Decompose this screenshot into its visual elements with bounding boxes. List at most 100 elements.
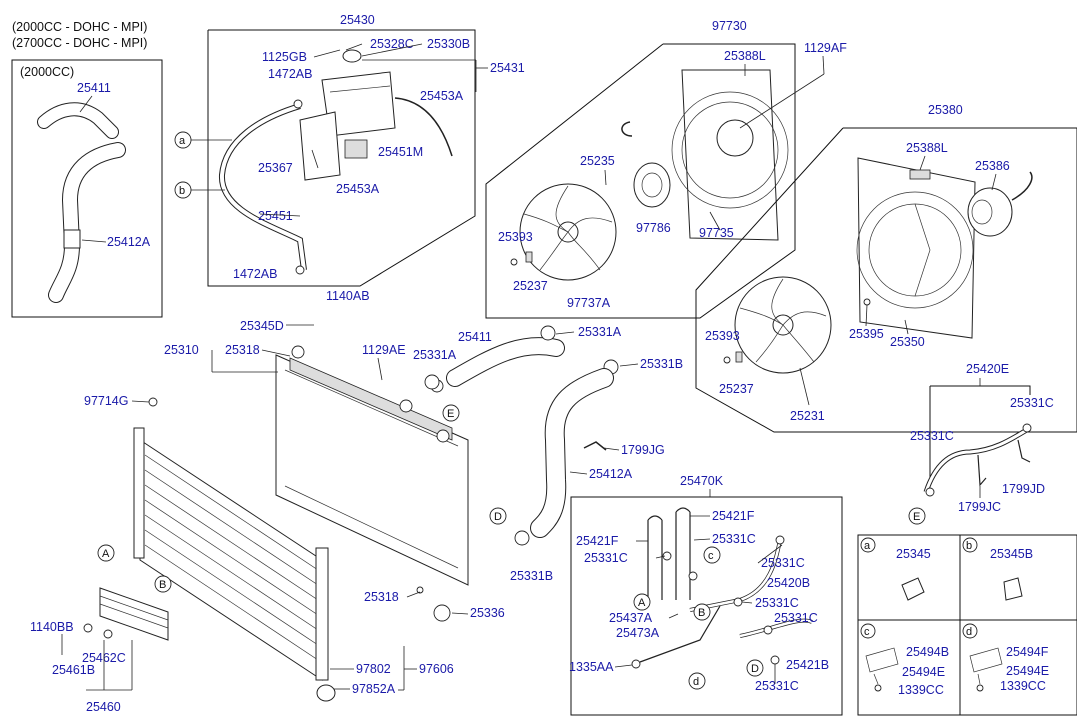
part-label-25388l-1: 25388L: [724, 49, 766, 63]
part-label-25388l-2: 25388L: [906, 141, 948, 155]
callout-E-circle-radiator: [442, 404, 460, 422]
part-label-25453a: 25453A: [420, 89, 464, 103]
callout-B-text-hose: B: [698, 607, 705, 619]
callout-A-circle-hose: [633, 593, 651, 611]
part-label-25437a: 25437A: [609, 611, 653, 625]
part-label-25412a-mid: 25412A: [589, 467, 633, 481]
header-engine-1: (2000CC - DOHC - MPI): [12, 20, 147, 34]
part-label-25330b: 25330B: [427, 37, 470, 51]
callout-c-circle-detail: [860, 623, 876, 639]
part-label-25380: 25380: [928, 103, 963, 117]
part-label-25430: 25430: [340, 13, 375, 27]
part-label-25412a-left: 25412A: [107, 235, 151, 249]
part-label-1472ab-bot: 1472AB: [233, 267, 277, 281]
part-label-25237-2: 25237: [719, 382, 754, 396]
callout-c-text-hose: c: [708, 550, 714, 562]
part-label-97606: 97606: [419, 662, 454, 676]
part-label-25331a-2: 25331A: [578, 325, 622, 339]
part-label-25431: 25431: [490, 61, 525, 75]
part-label-1125gb: 1125GB: [262, 50, 307, 64]
box-2000cc-label: (2000CC): [20, 65, 74, 79]
callout-D-circle-radiator: [489, 507, 507, 525]
part-label-25411-mid: 25411: [458, 330, 492, 344]
part-label-25421b: 25421B: [786, 658, 829, 672]
reservoir-frame: [207, 29, 476, 287]
callout-d-text-detail: d: [966, 626, 972, 638]
callout-E-text-hose: E: [913, 511, 920, 523]
callout-c-text-detail: c: [864, 626, 870, 638]
part-label-25331a-1: 25331A: [413, 348, 457, 362]
part-label-1799jd: 1799JD: [1002, 482, 1045, 496]
part-label-25331c-3: 25331C: [761, 556, 805, 570]
part-label-25395: 25395: [849, 327, 884, 341]
callout-c-circle-hose: [703, 546, 721, 564]
part-label-97714g: 97714G: [84, 394, 128, 408]
part-label-25328c: 25328C: [370, 37, 414, 51]
part-label-97802: 97802: [356, 662, 391, 676]
part-label-25421f-2: 25421F: [712, 509, 755, 523]
part-label-25494b: 25494B: [906, 645, 949, 659]
hose-25420e: [923, 385, 1032, 497]
part-label-1140ab: 1140AB: [326, 289, 370, 303]
part-label-25494e-1: 25494E: [902, 665, 945, 679]
part-label-25336: 25336: [470, 606, 505, 620]
part-label-97735: 97735: [699, 226, 734, 240]
part-label-25451: 25451: [258, 209, 293, 223]
part-label-25345b: 25345B: [990, 547, 1033, 561]
part-label-1472ab-top: 1472AB: [268, 67, 312, 81]
part-label-1335aa: 1335AA: [569, 660, 614, 674]
callout-D-text-radiator: D: [494, 511, 502, 523]
part-label-25331c-6: 25331C: [755, 679, 799, 693]
condenser-assembly: [83, 397, 336, 702]
part-label-1339cc-2: 1339CC: [1000, 679, 1046, 693]
part-label-1799jg: 1799JG: [621, 443, 665, 457]
callout-b-text-detail: b: [966, 540, 972, 552]
part-label-1799jc: 1799JC: [958, 500, 1001, 514]
part-label-25350: 25350: [890, 335, 925, 349]
callout-a-circle-detail: [860, 537, 876, 553]
part-label-25451m: 25451M: [378, 145, 423, 159]
part-label-25420e: 25420E: [966, 362, 1009, 376]
callout-A-text-condenser: A: [102, 548, 110, 560]
callout-D-text-hose: D: [751, 663, 759, 675]
part-label-97852a: 97852A: [352, 682, 396, 696]
radiator-assembly: [275, 345, 469, 622]
part-label-25461b: 25461B: [52, 663, 95, 677]
part-label-25393-2: 25393: [705, 329, 740, 343]
part-label-25331c-7: 25331C: [1010, 396, 1054, 410]
callout-D-circle-hose: [746, 659, 764, 677]
callout-b-circle-detail: [962, 537, 978, 553]
callout-A-text-hose: A: [638, 597, 646, 609]
part-label-97737a: 97737A: [567, 296, 611, 310]
part-label-1339cc-1: 1339CC: [898, 683, 944, 697]
part-label-1129af: 1129AF: [804, 41, 847, 55]
part-label-97730: 97730: [712, 19, 747, 33]
part-label-25237-1: 25237: [513, 279, 548, 293]
part-label-25318-top: 25318: [225, 343, 260, 357]
callout-B-text-condenser: B: [159, 579, 166, 591]
part-label-25411-left: 25411: [77, 81, 111, 95]
callout-a-text: a: [179, 135, 186, 147]
part-label-25470k: 25470K: [680, 474, 724, 488]
part-label-25331c-5: 25331C: [774, 611, 818, 625]
part-label-25386: 25386: [975, 159, 1010, 173]
part-label-25331c-4: 25331C: [755, 596, 799, 610]
detail-grid: [857, 534, 1077, 716]
part-label-1140bb: 1140BB: [30, 620, 74, 634]
part-label-25231: 25231: [790, 409, 825, 423]
callout-A-circle-condenser: [97, 544, 115, 562]
part-label-25318-bot: 25318: [364, 590, 399, 604]
part-label-25494f: 25494F: [1006, 645, 1049, 659]
callout-d-circle-hose: [688, 672, 706, 690]
part-label-97786: 97786: [636, 221, 671, 235]
callout-E-circle-hose: [908, 507, 926, 525]
part-label-25331c-8: 25331C: [910, 429, 954, 443]
part-label-1129ae: 1129AE: [362, 343, 406, 357]
part-label-25367: 25367: [258, 161, 293, 175]
part-label-25331b-2: 25331B: [510, 569, 553, 583]
callout-a-text-detail: a: [864, 540, 871, 552]
part-label-25421f-1: 25421F: [576, 534, 619, 548]
part-label-25420b: 25420B: [767, 576, 810, 590]
callout-d-text-hose: d: [693, 676, 699, 688]
